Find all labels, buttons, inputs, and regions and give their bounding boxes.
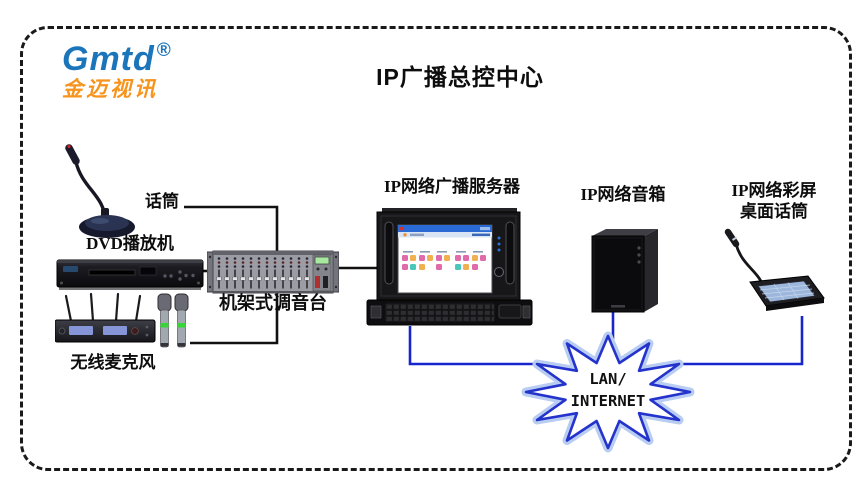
device-broadcast-server — [362, 200, 540, 330]
device-network-speaker — [584, 222, 664, 317]
network-speaker-label: IP网络音箱 — [580, 185, 666, 204]
dashed-border-frame — [20, 26, 852, 471]
brand-logo: Gmtd® 金迈视讯 — [62, 34, 172, 102]
broadcast-server-image — [366, 208, 533, 326]
lan-internet-cloud: LAN/ INTERNET — [521, 331, 695, 453]
dvd-player-image — [56, 259, 204, 290]
device-wireless-mic — [55, 292, 190, 354]
color-screen-mic-image — [724, 228, 825, 311]
network-speaker-image — [591, 229, 658, 313]
brand-logo-text: Gmtd® — [62, 34, 172, 76]
registered-trademark-icon: ® — [156, 40, 172, 61]
device-color-screen-mic — [712, 226, 830, 318]
device-dvd-player — [55, 256, 205, 294]
diagram-title: IP广播总控中心 — [376, 64, 544, 90]
wire-server-to-lan — [408, 326, 548, 366]
dvd-player-label: DVD播放机 — [86, 234, 174, 253]
handheld-mic-1 — [157, 293, 172, 348]
color-screen-mic-label-line1: IP网络彩屏 — [731, 181, 817, 200]
gooseneck-mic-image — [65, 144, 135, 238]
brand-logo-subtitle: 金迈视讯 — [62, 78, 158, 101]
gooseneck-mic-label: 话筒 — [145, 192, 179, 211]
cloud-shape — [524, 334, 692, 450]
wireless-mic-image — [55, 292, 189, 348]
device-gooseneck-mic — [60, 142, 145, 240]
server-screen — [397, 224, 493, 294]
rack-mixer-image — [207, 250, 339, 294]
color-screen-mic-label: IP网络彩屏 桌面话筒 — [710, 180, 838, 222]
wire-mic-to-mixer — [184, 205, 279, 252]
handheld-mic-2 — [174, 293, 189, 348]
color-screen-mic-label-line2: 桌面话筒 — [740, 202, 808, 221]
device-rack-mixer — [207, 249, 339, 295]
cloud-label-line2: INTERNET — [571, 392, 646, 410]
rack-mixer-label: 机架式调音台 — [219, 293, 327, 313]
wire-deskmic-to-lan — [672, 316, 804, 366]
brand-name: Gmtd — [62, 40, 155, 78]
wire-wireless-to-mixer — [190, 293, 279, 345]
broadcast-server-label: IP网络广播服务器 — [384, 177, 520, 196]
server-keyboard-tray — [366, 299, 533, 326]
cloud-label-line1: LAN/ — [589, 370, 626, 388]
server-screen-icons — [402, 251, 486, 270]
wireless-mic-label: 无线麦克风 — [70, 353, 156, 372]
